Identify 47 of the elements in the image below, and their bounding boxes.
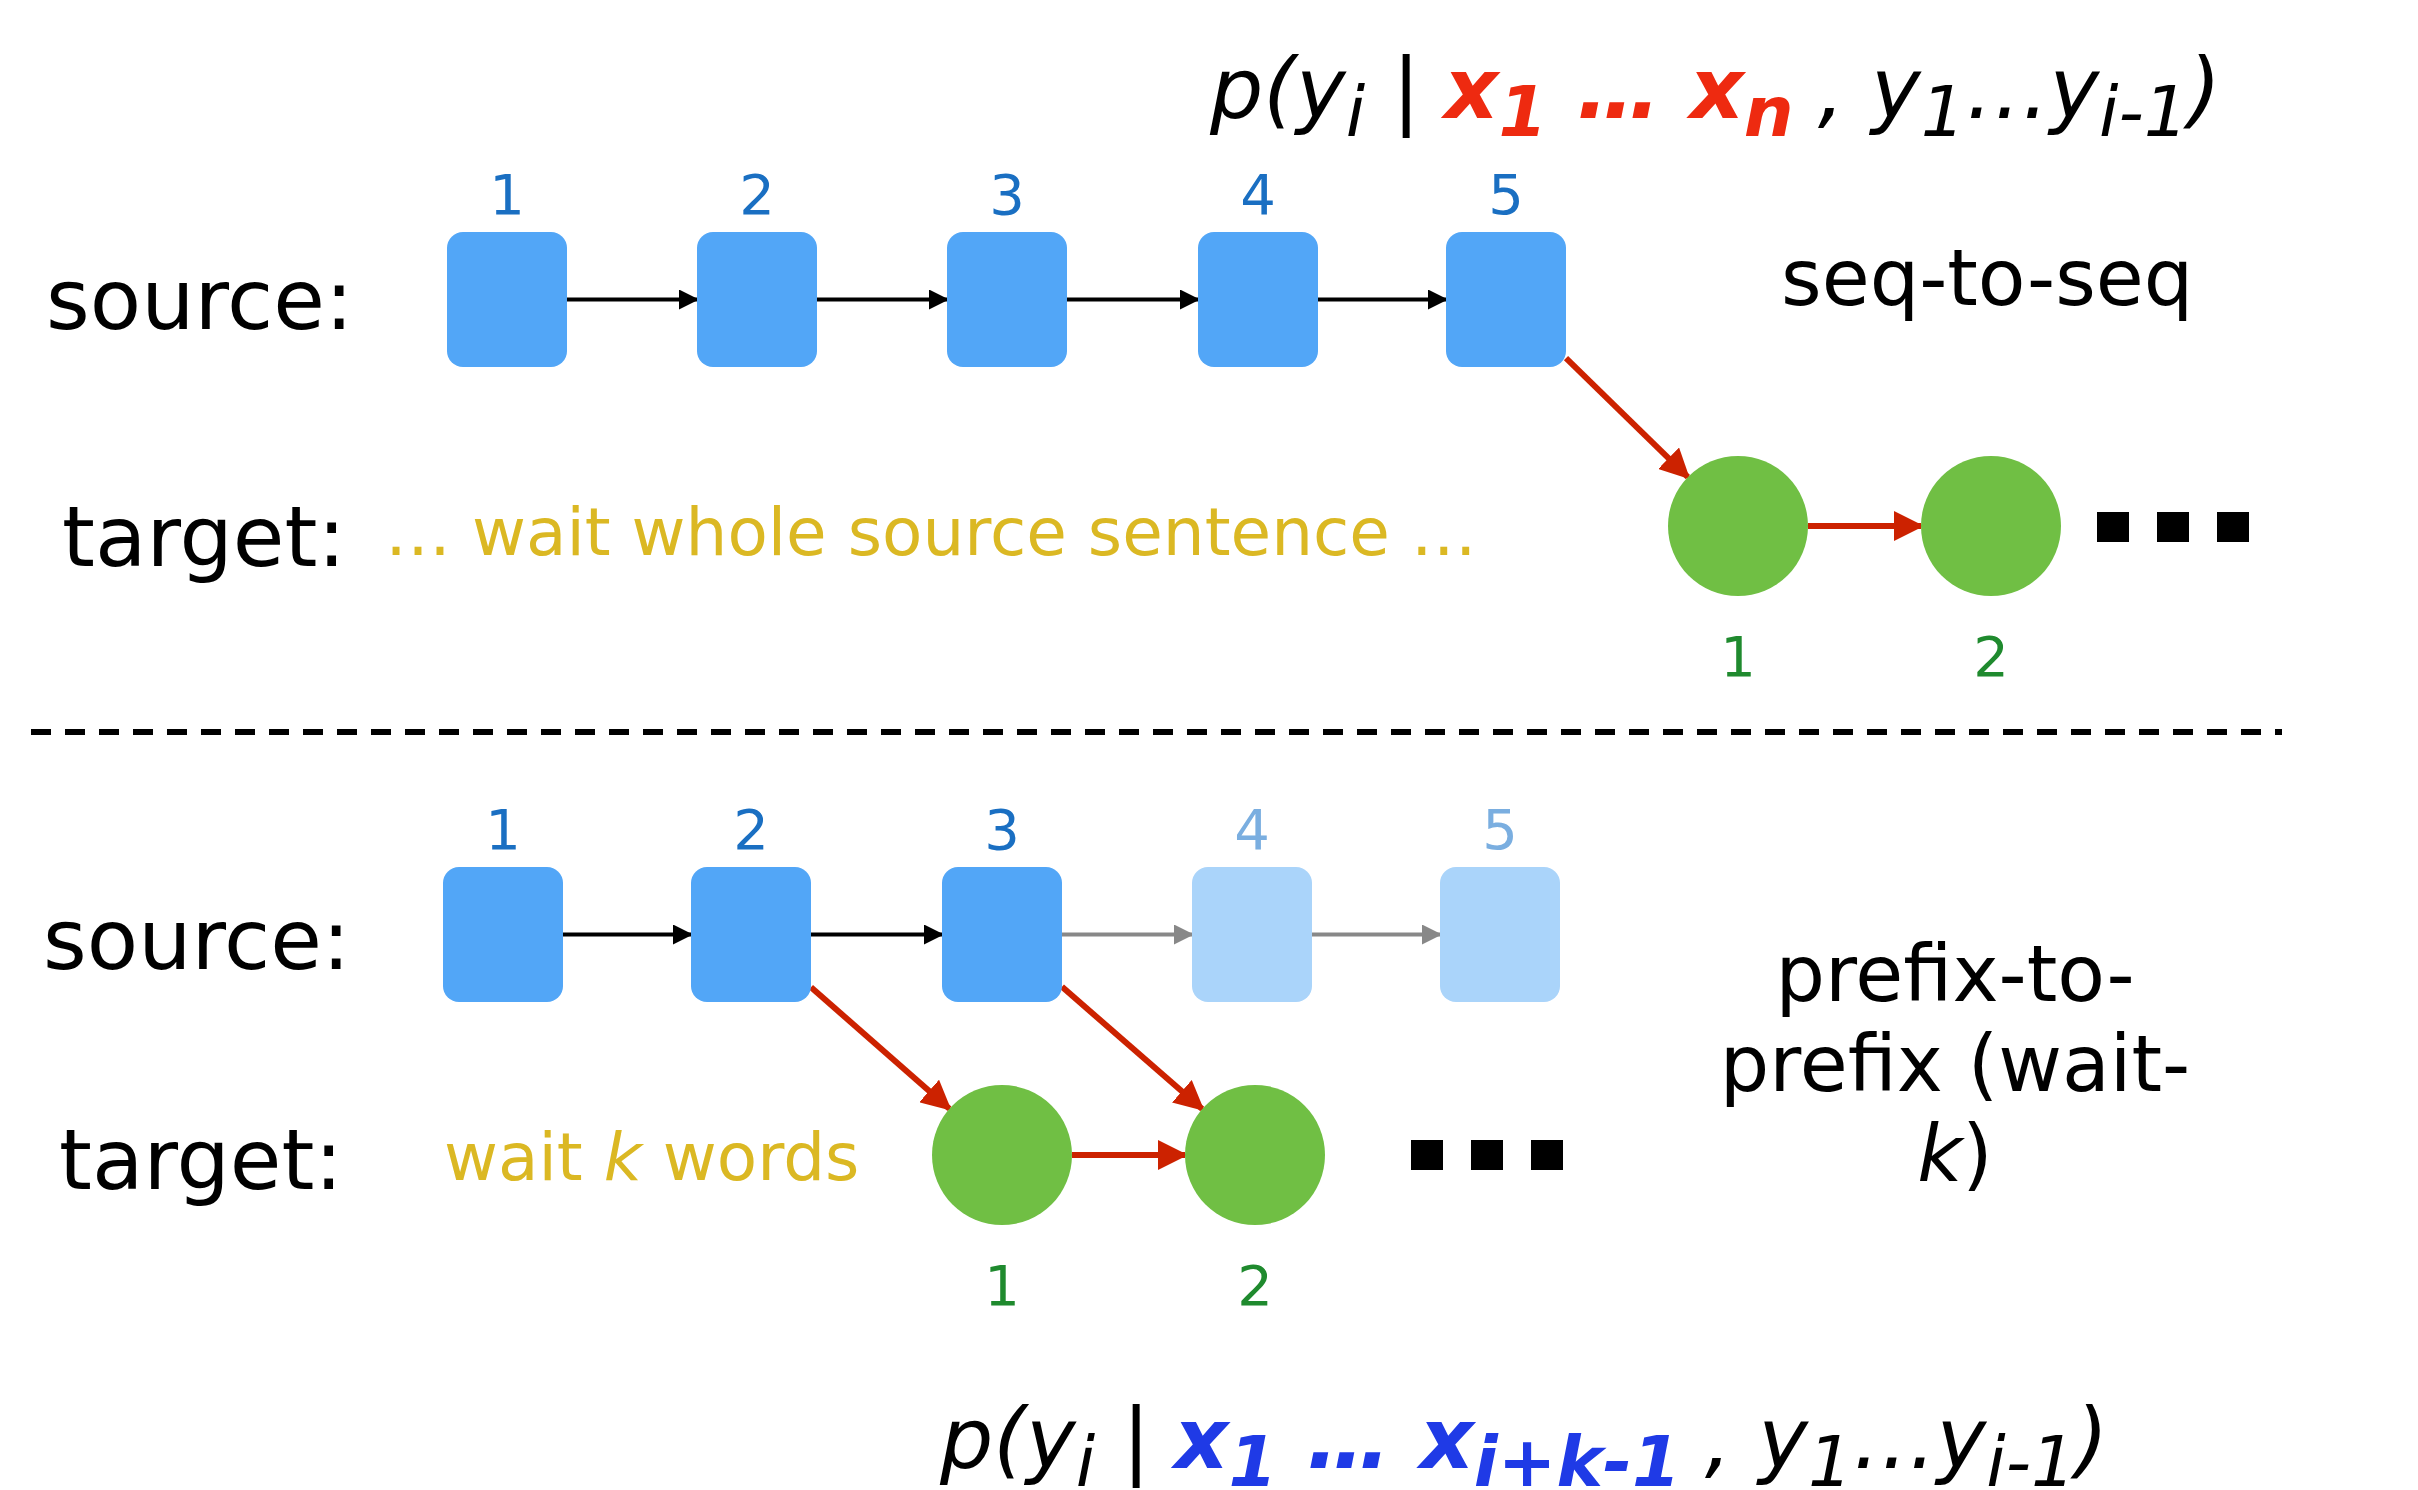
arrow — [1067, 289, 1200, 310]
square-node — [443, 867, 563, 1002]
row-label: seq-to-seq — [1781, 233, 2194, 323]
step-number: 3 — [989, 161, 1025, 227]
row-label: prefix-to-prefix (wait-k) — [1718, 929, 2192, 1199]
step-number: 4 — [1234, 796, 1270, 862]
square-node — [947, 232, 1067, 367]
step-number: 1 — [984, 1252, 1020, 1318]
arrow — [1060, 984, 1205, 1112]
arrow — [1062, 924, 1194, 945]
note-text: … wait whole source sentence … — [385, 493, 1477, 571]
step-number: 5 — [1488, 161, 1524, 227]
arrow — [811, 924, 944, 945]
arrow — [567, 289, 699, 310]
arrow — [1563, 355, 1691, 480]
formula-text: , y$_{1}$…y$_{i-1}$) — [1704, 1390, 2109, 1490]
step-number: 5 — [1482, 796, 1518, 862]
step-number: 2 — [733, 796, 769, 862]
step-number: 2 — [1973, 623, 2009, 689]
square-node — [942, 867, 1062, 1002]
square-node — [1198, 232, 1318, 367]
step-number: 2 — [1237, 1252, 1273, 1318]
step-number: 1 — [489, 161, 525, 227]
formula-text: p(y$_{i}$ | — [940, 1390, 1151, 1490]
arrow — [1318, 289, 1448, 310]
row-label: target: — [62, 488, 346, 586]
arrow — [809, 984, 952, 1112]
square-node — [691, 867, 811, 1002]
square-node — [1446, 232, 1566, 367]
note-text: wait k words — [444, 1118, 860, 1196]
arrow — [563, 924, 693, 945]
square-node — [697, 232, 817, 367]
arrow — [1312, 924, 1442, 945]
step-number: 3 — [984, 796, 1020, 862]
formula-text: p(y$_{i}$ | — [1210, 40, 1421, 153]
square-node — [1440, 867, 1560, 1002]
row-label: source: — [43, 891, 351, 989]
step-number: 2 — [739, 161, 775, 227]
square-node — [447, 232, 567, 367]
formula-text: , y$_{1}$…y$_{i-1}$) — [1817, 40, 2222, 153]
step-number: 1 — [1720, 623, 1756, 689]
row-label: source: — [46, 251, 354, 349]
row-label: target: — [59, 1111, 343, 1209]
step-number: 1 — [485, 796, 521, 862]
step-number: 4 — [1240, 161, 1276, 227]
square-node — [1192, 867, 1312, 1002]
arrow — [817, 289, 949, 310]
